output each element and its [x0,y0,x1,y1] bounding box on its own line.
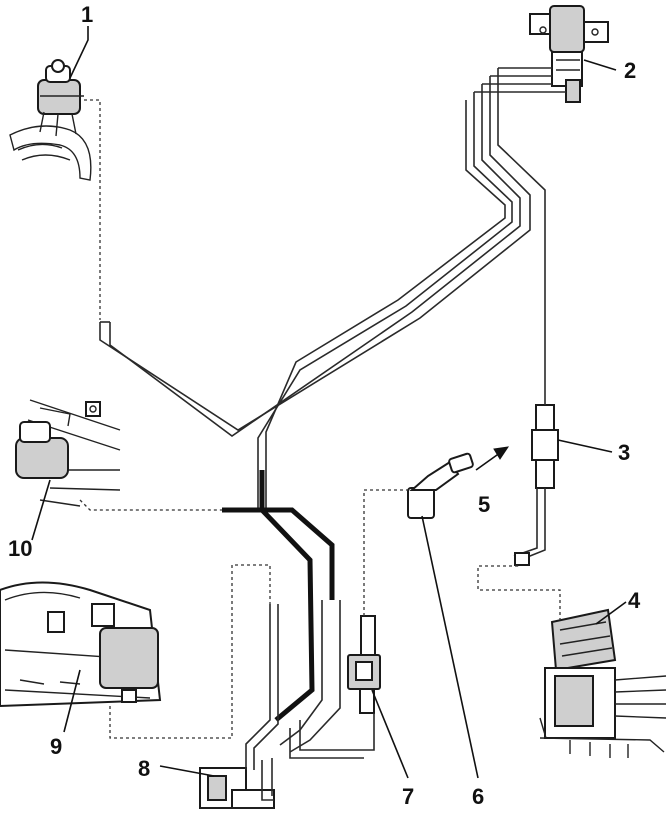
component-8-manifold [199,767,275,809]
component-6-angled-connector [407,452,474,519]
callout-9: 9 [50,734,62,759]
callout-8: 8 [138,756,150,781]
component-2-solenoid-valve [529,5,609,103]
callout-4: 4 [628,588,641,613]
component-4-intake-part [539,608,667,758]
callout-3: 3 [618,440,630,465]
component-10-sensor [15,399,121,507]
callout-10: 10 [8,536,32,561]
callout-2: 2 [624,58,636,83]
component-1-valve [9,59,92,181]
flow-arrow [475,446,510,471]
callout-6: 6 [472,784,484,809]
component-9-intake-manifold [0,581,162,708]
dashed-connection-lines [79,99,561,739]
component-3-inline-fitting [531,404,559,489]
callout-5: 5 [478,492,490,517]
callout-leader-lines [31,26,627,779]
component-7-check-valve [347,615,381,714]
hose-bundle [99,67,566,510]
callout-1: 1 [81,2,93,27]
callout-7: 7 [402,784,414,809]
hose-lower-section [222,470,546,801]
